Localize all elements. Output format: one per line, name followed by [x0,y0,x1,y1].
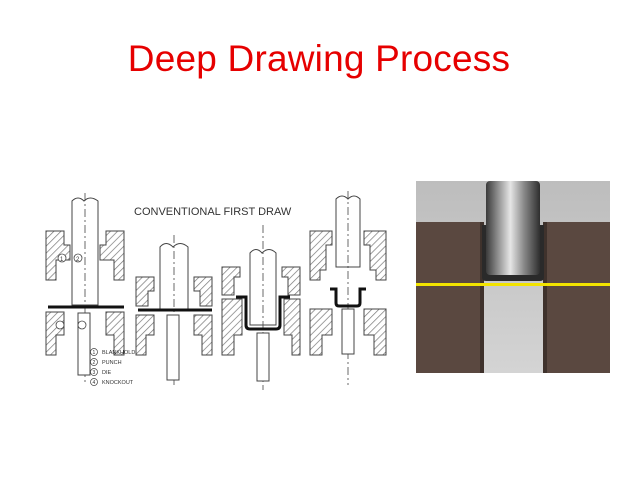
die-right [283,298,301,356]
legend-label-4: KNOCKOUT [102,380,134,386]
upper-holder-left [309,230,333,281]
legend-num-3: 3 [93,370,96,376]
die-right [193,314,213,356]
die-left [221,298,243,356]
deep-draw-diagram: CONVENTIONAL FIRST DRAW 1 2 1 BLANKHOLDE… [45,191,387,390]
upper-holder-right [193,276,213,307]
upper-holder-right [363,230,387,281]
die-right [105,311,125,356]
legend-label-2: PUNCH [102,360,122,366]
knockout [256,332,270,382]
blank-sheet [416,283,610,286]
knockout [166,314,180,381]
punch [335,195,361,268]
legend-num-2: 2 [93,360,96,366]
legend-label-3: DIE [102,370,112,376]
stage-1: 1 2 [45,193,125,385]
upper-holder-right [99,230,125,281]
punch [486,181,540,275]
legend-label-1: BLANKHOLDER [102,350,143,356]
drawn-cup [236,295,290,331]
upper-holder-left [221,266,241,296]
legend-num-4: 4 [93,380,96,386]
die-left [135,314,155,356]
legend: 1 BLANKHOLDER 2 PUNCH 3 DIE 4 KNOCKOUT [90,348,143,386]
diagram-caption: CONVENTIONAL FIRST DRAW [134,206,292,218]
callout-2: 2 [76,257,80,263]
drawn-cup [330,287,366,308]
upper-holder-left [135,276,155,307]
stage-4 [309,191,387,385]
callout-1: 1 [60,257,64,263]
knockout [341,308,355,355]
stage-3 [221,225,301,390]
legend-num-1: 1 [93,350,96,356]
deep-draw-render [416,181,610,373]
die-block-left [416,222,484,373]
upper-holder-right [281,266,301,296]
die-left [45,311,65,356]
slide-title: Deep Drawing Process [127,38,511,79]
die-left [309,308,333,356]
upper-holder-left [45,230,71,281]
die-block-right [543,222,610,373]
die-right [363,308,387,356]
stage-2 [135,235,213,385]
